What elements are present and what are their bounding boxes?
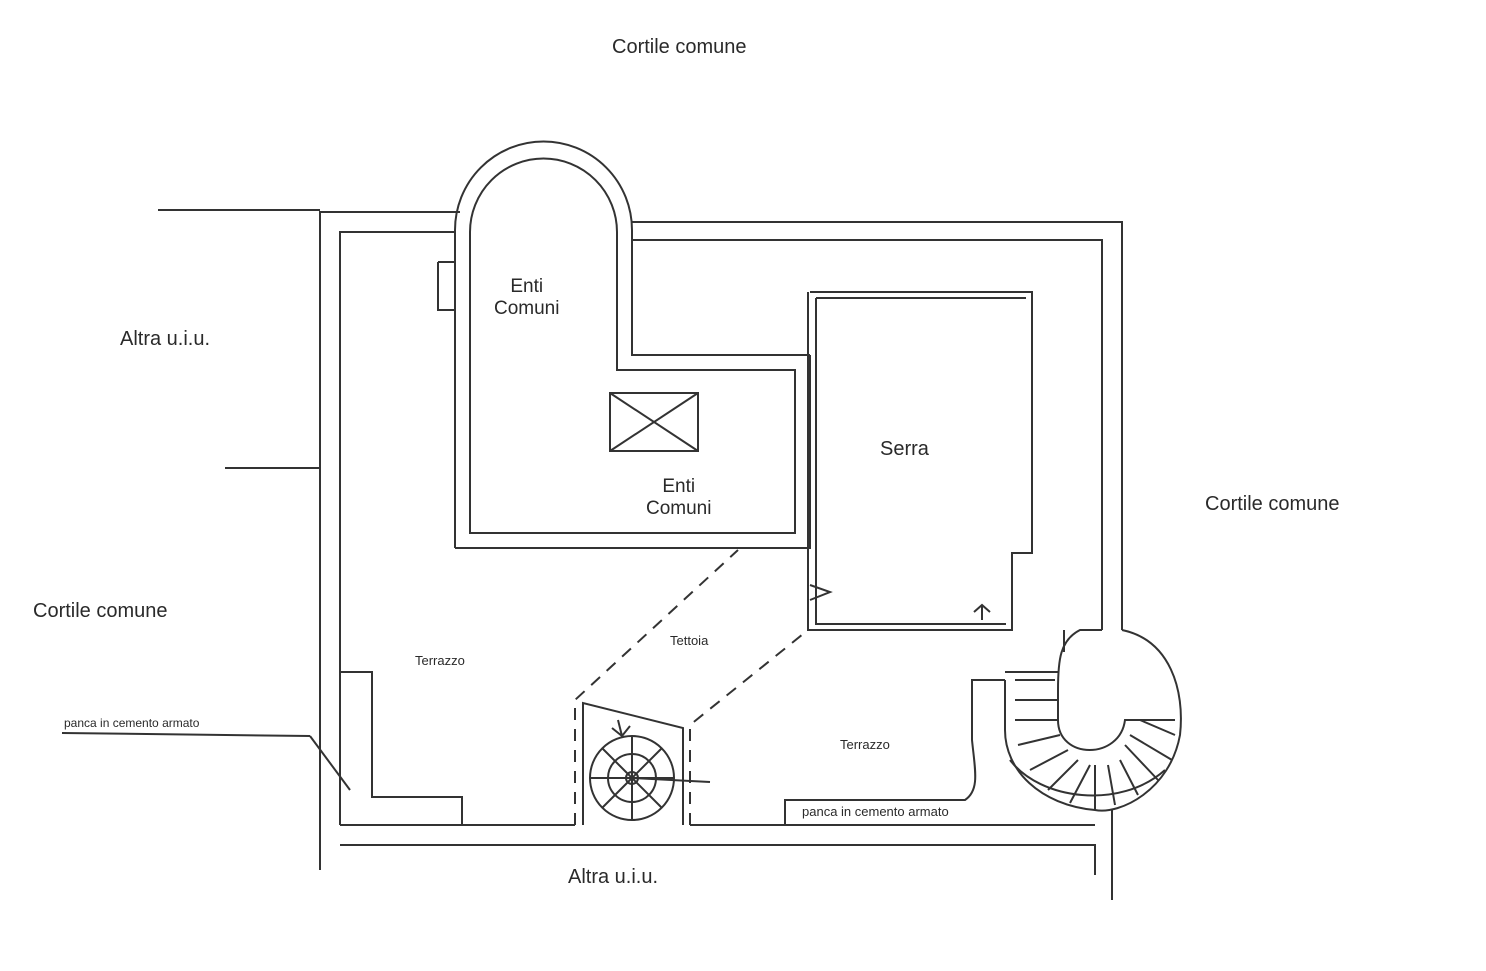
bench-right-outline <box>784 679 1005 825</box>
bench-left-outline <box>340 671 463 825</box>
label-left-unit: Altra u.i.u. <box>120 328 211 350</box>
curved-staircase <box>1004 629 1182 812</box>
label-bench-left: panca in cemento armato <box>64 716 200 730</box>
label-line: Comuni <box>494 298 560 319</box>
label-bottom-unit: Altra u.i.u. <box>568 866 659 888</box>
canopy-outline <box>574 549 809 825</box>
entry-arrow-icon <box>973 603 991 620</box>
label-terrace-left: Terrazzo <box>415 653 465 668</box>
label-terrace-right: Terrazzo <box>840 737 890 752</box>
label-top-courtyard: Cortile comune <box>612 36 747 58</box>
bench-leader-line <box>309 735 351 791</box>
label-line: Enti <box>662 476 696 497</box>
label-common-areas-2: Enti Comuni <box>646 476 711 520</box>
boundary-line <box>61 732 311 737</box>
label-line: Enti <box>510 276 544 297</box>
label-bench-right: panca in cemento armato <box>802 804 949 819</box>
label-common-areas-1: Enti Comuni <box>494 276 559 320</box>
label-left-courtyard: Cortile comune <box>33 600 168 622</box>
label-greenhouse: Serra <box>880 438 929 460</box>
outer-walls <box>319 211 1123 900</box>
label-canopy: Tettoia <box>670 633 709 648</box>
common-areas-block <box>437 140 811 549</box>
greenhouse-walls <box>807 291 1033 631</box>
entry-arrow-icon <box>809 584 833 601</box>
spiral-staircase <box>582 701 711 825</box>
label-line: Comuni <box>646 498 712 519</box>
label-right-courtyard: Cortile comune <box>1205 493 1340 515</box>
